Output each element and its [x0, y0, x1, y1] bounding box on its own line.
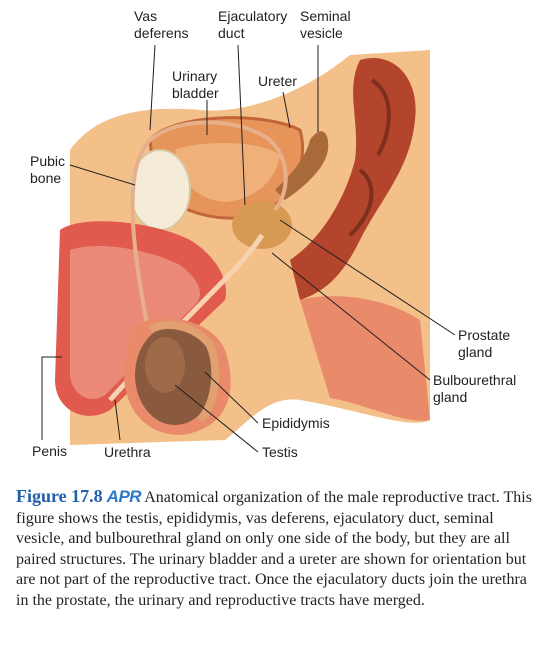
- label-epididymis: Epididymis: [262, 415, 330, 431]
- label-urinary-bladder-line1: Urinary: [172, 68, 218, 84]
- rectum: [290, 58, 416, 300]
- leader-lines: [41, 44, 456, 453]
- penis-inner: [70, 245, 200, 399]
- label-seminal-vesicle-line2: vesicle: [300, 25, 343, 41]
- label-seminal-vesicle-line1: Seminal: [300, 8, 351, 24]
- label-vas-deferens: Vas deferens: [134, 8, 188, 42]
- perineum-skin: [300, 296, 430, 421]
- vas-deferens-path: [130, 120, 288, 331]
- testis-highlight: [145, 337, 185, 393]
- label-urethra: Urethra: [104, 444, 151, 460]
- label-ureter: Ureter: [258, 73, 297, 89]
- epididymis-shape: [147, 321, 220, 423]
- label-ejaculatory-duct-line1: Ejaculatory: [218, 8, 288, 24]
- label-seminal-vesicle: Seminal vesicle: [300, 8, 351, 42]
- label-bulbourethral-gland-line2: gland: [433, 389, 468, 405]
- label-bulbourethral-gland: Bulbourethral gland: [433, 372, 516, 406]
- label-vas-deferens-line1: Vas: [134, 8, 158, 24]
- anatomy-illustration: [41, 44, 456, 453]
- label-testis: Testis: [262, 444, 298, 460]
- label-prostate-gland: Prostate gland: [458, 327, 510, 361]
- prostate-shape: [232, 201, 292, 249]
- label-ejaculatory-duct: Ejaculatory duct: [218, 8, 287, 42]
- label-pubic-bone: Pubic bone: [30, 153, 65, 187]
- apr-badge[interactable]: APR: [106, 487, 142, 506]
- label-bulbourethral-gland-line1: Bulbourethral: [433, 372, 517, 388]
- figure-number: Figure 17.8: [16, 486, 103, 506]
- caption-text: Anatomical organization of the male repr…: [16, 489, 532, 609]
- label-prostate-gland-line1: Prostate: [458, 327, 511, 343]
- label-urinary-bladder: Urinary bladder: [172, 68, 219, 102]
- label-ejaculatory-duct-line2: duct: [218, 25, 245, 41]
- label-vas-deferens-line2: deferens: [134, 25, 189, 41]
- figure-caption: Figure 17.8 APR Anatomical organization …: [16, 486, 536, 612]
- label-pubic-bone-line2: bone: [30, 170, 62, 186]
- label-penis: Penis: [32, 443, 68, 459]
- label-prostate-gland-line2: gland: [458, 344, 493, 360]
- bladder-inner: [175, 143, 280, 202]
- seminal-vesicle-shape: [275, 131, 329, 200]
- label-urinary-bladder-line2: bladder: [172, 85, 219, 101]
- label-pubic-bone-line1: Pubic: [30, 153, 66, 169]
- rectum-folds: [348, 78, 391, 237]
